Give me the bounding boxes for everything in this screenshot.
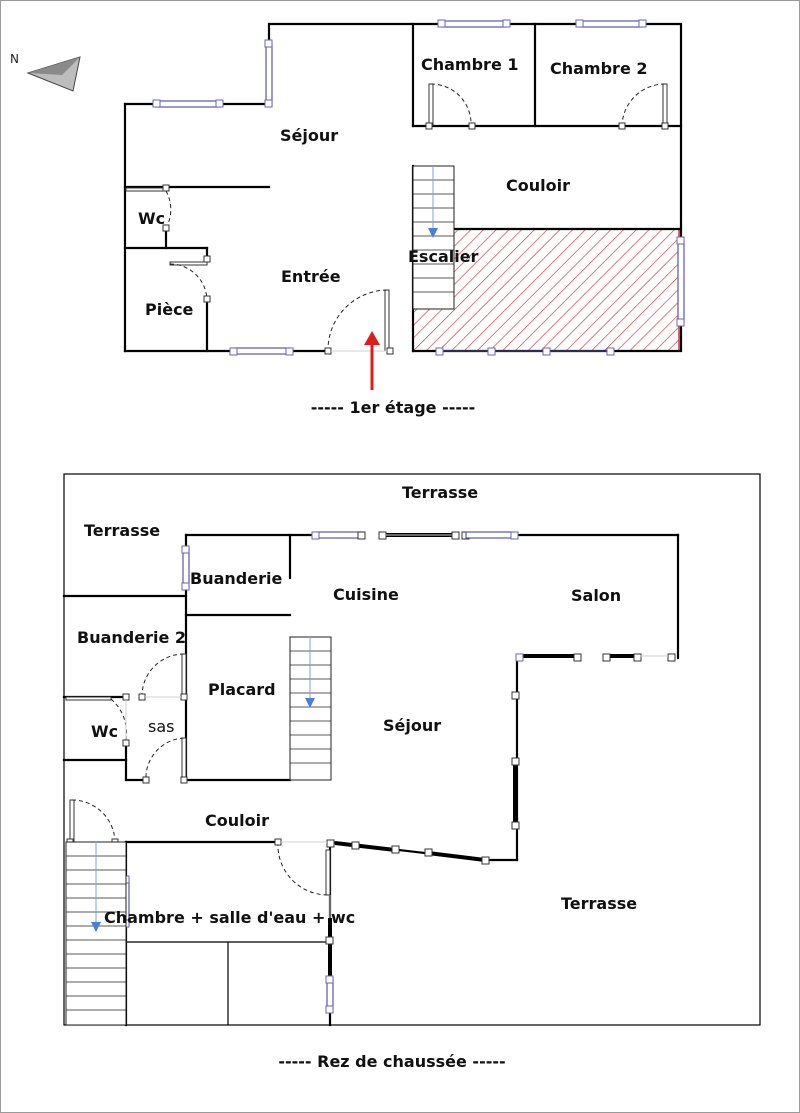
room-entree: Entrée xyxy=(281,267,341,286)
room-terrasse-right: Terrasse xyxy=(561,894,637,913)
room-piece: Pièce xyxy=(145,300,194,319)
room-cuisine: Cuisine xyxy=(333,585,399,604)
upper-floor-plan: Séjour Chambre 1 Chambre 2 Couloir Wc En… xyxy=(123,19,685,417)
room-sejour-ground: Séjour xyxy=(383,716,441,735)
room-chambre-1: Chambre 1 xyxy=(421,55,519,74)
caption-upper-floor: ----- 1er étage ----- xyxy=(311,398,476,417)
stair-down-arrow-icon xyxy=(91,922,101,932)
room-terrasse-left: Terrasse xyxy=(84,521,160,540)
north-arrow-icon: N xyxy=(10,52,81,92)
room-escalier: Escalier xyxy=(408,247,479,266)
upper-doors xyxy=(125,83,669,355)
stair-down-arrow-icon xyxy=(305,698,315,708)
room-wc-ground: Wc xyxy=(91,722,118,741)
entrance-arrow-icon xyxy=(364,331,380,390)
room-sejour-upper: Séjour xyxy=(280,126,338,145)
room-buanderie: Buanderie xyxy=(190,569,282,588)
upper-windows xyxy=(152,19,685,356)
room-chambre-salle-eau-wc: Chambre + salle d'eau + wc xyxy=(104,908,355,927)
room-chambre-2: Chambre 2 xyxy=(550,59,648,78)
ground-floor-plan: Terrasse Terrasse Buanderie Cuisine Salo… xyxy=(62,473,761,1071)
highlighted-zone xyxy=(412,228,680,352)
north-label: N xyxy=(10,52,19,66)
site-boundary xyxy=(63,473,761,1026)
room-sas: sas xyxy=(148,717,174,736)
ground-windows xyxy=(121,531,676,1014)
room-couloir-upper: Couloir xyxy=(506,176,570,195)
caption-ground-floor: ----- Rez de chaussée ----- xyxy=(278,1052,505,1071)
room-couloir-ground: Couloir xyxy=(205,811,269,830)
room-wc-upper: Wc xyxy=(138,209,165,228)
room-salon: Salon xyxy=(571,586,621,605)
stair-down-arrow-icon xyxy=(428,228,438,238)
room-placard: Placard xyxy=(208,680,276,699)
room-terrasse-top: Terrasse xyxy=(402,483,478,502)
room-buanderie-2: Buanderie 2 xyxy=(77,628,186,647)
